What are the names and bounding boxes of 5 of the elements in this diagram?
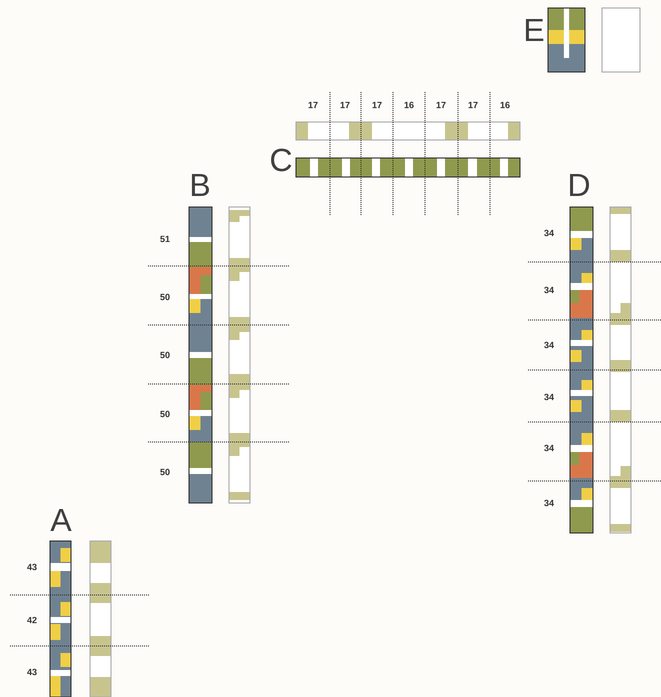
- panel-letter: E: [526, 19, 544, 41]
- panel-letter: B: [192, 174, 209, 196]
- panel-letter: A: [50, 509, 72, 531]
- panel-letter: C: [271, 148, 292, 172]
- panel-letter: D: [570, 174, 590, 196]
